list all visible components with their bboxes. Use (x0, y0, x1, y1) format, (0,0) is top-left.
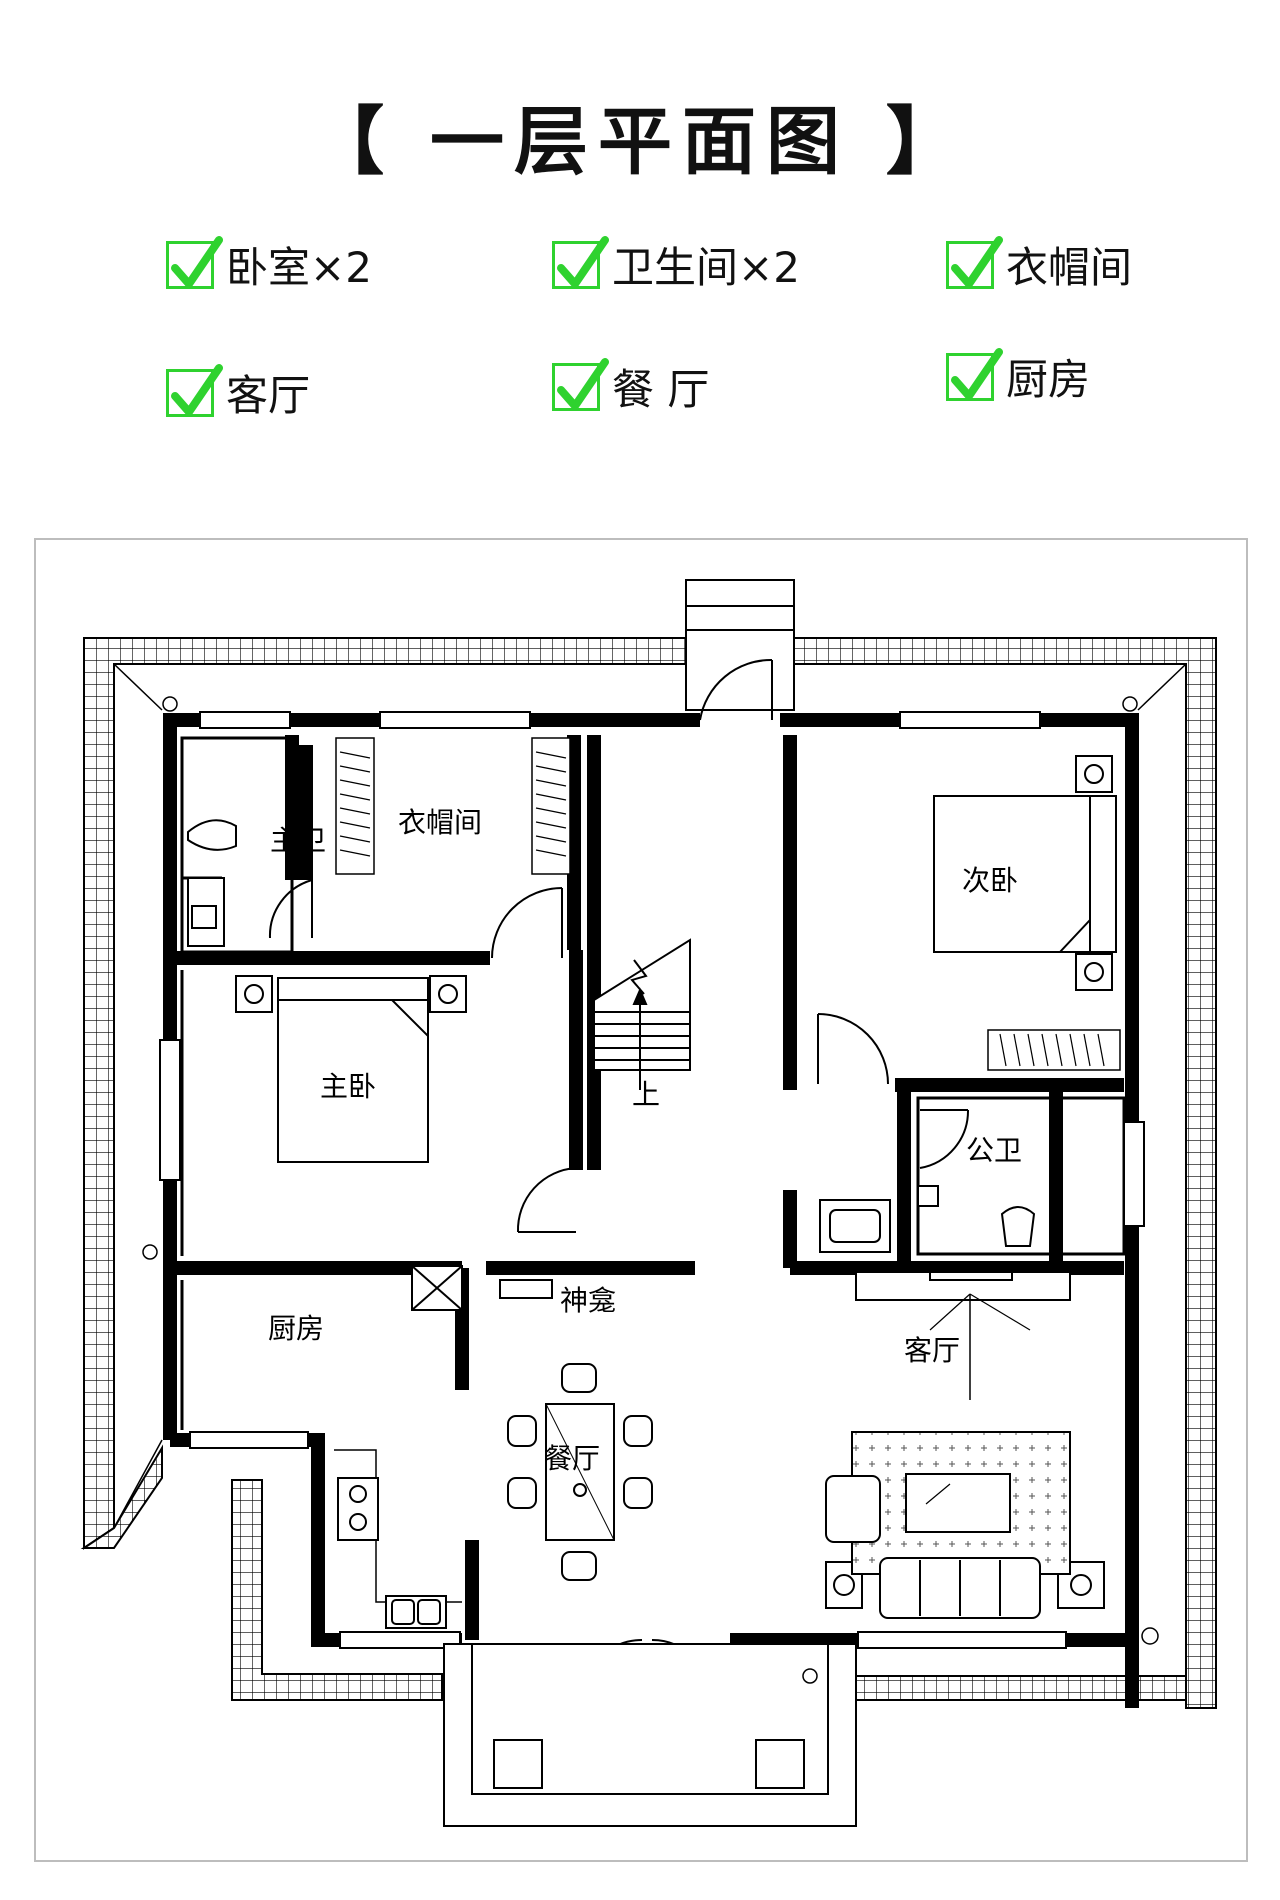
column-markers (142, 696, 1159, 1684)
checkmark-icon (946, 235, 1003, 289)
feature-label: 卧室×2 (226, 243, 372, 292)
feature-item-living: 客厅 (166, 362, 310, 423)
room-label-dining-room: 餐厅 (544, 1442, 600, 1475)
checkmark-icon (166, 235, 223, 289)
dining-table (507, 1363, 653, 1581)
front-porch (443, 1643, 857, 1827)
top-steps (685, 579, 795, 711)
feature-label: 餐 厅 (612, 365, 710, 414)
room-label-master-bedroom: 主卧 (320, 1070, 376, 1103)
shrine-cabinet (499, 1279, 553, 1299)
feature-label: 衣帽间 (1006, 243, 1133, 292)
checkmark-icon (552, 235, 609, 289)
stairs (593, 938, 691, 1090)
feature-item-dining: 餐 厅 (552, 356, 709, 417)
windows (159, 711, 1145, 1649)
room-label-living-room: 客厅 (904, 1334, 960, 1367)
roof-ridge (113, 663, 1187, 1529)
room-label-closet: 衣帽间 (398, 806, 482, 839)
doors (268, 658, 970, 1707)
feature-item-kitchen: 厨房 (946, 346, 1090, 407)
feature-label: 厨房 (1006, 355, 1091, 404)
kitchen-fixtures (334, 1265, 463, 1629)
room-label-shrine: 神龛 (560, 1284, 616, 1317)
living-furniture (825, 1271, 1071, 1619)
feature-label: 卫生间×2 (612, 243, 800, 292)
closet-shelves (335, 737, 1121, 1071)
closet-hangers (339, 751, 1105, 1067)
nightstands (235, 755, 1113, 1609)
feature-item-bathroom: 卫生间×2 (552, 234, 800, 295)
checkmark-icon (552, 357, 609, 411)
checkmark-icon (946, 347, 1003, 401)
feature-item-closet: 衣帽间 (946, 234, 1132, 295)
room-label-kitchen: 厨房 (268, 1312, 324, 1345)
floorplan-frame (34, 538, 1248, 1862)
bed-second (933, 795, 1117, 953)
page-title: 【 一层平面图 】 (310, 99, 970, 185)
room-label-second-bedroom: 次卧 (962, 864, 1018, 897)
bath-fixtures (187, 819, 1036, 1253)
room-label-public-bath: 公卫 (966, 1134, 1022, 1167)
checkmark-icon (166, 363, 223, 417)
feature-label: 客厅 (226, 371, 311, 420)
bed-master (277, 977, 429, 1163)
room-label-master-bath: 主卫 (270, 824, 326, 857)
room-label-stairs-up: 上 (632, 1078, 660, 1111)
feature-item-bedroom: 卧室×2 (166, 234, 372, 295)
